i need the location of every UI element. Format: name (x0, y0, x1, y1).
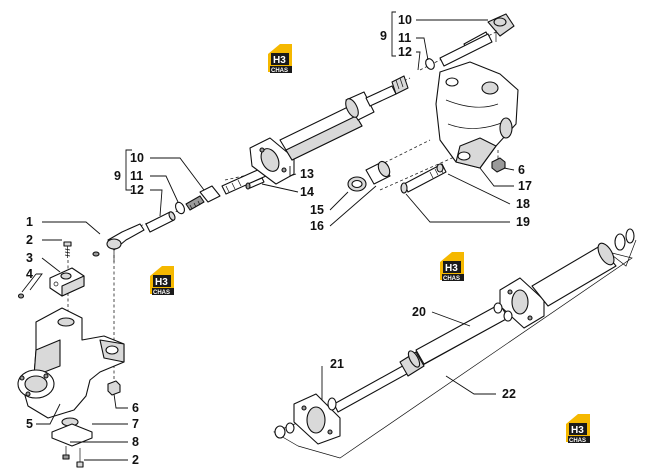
logo-watermark-2: H3 CHAS (150, 266, 174, 296)
logo-watermark-3: H3 CHAS (440, 252, 464, 282)
callout-6-right: 6 (518, 163, 525, 177)
svg-text:CHAS: CHAS (443, 276, 460, 282)
callout-18: 18 (516, 197, 530, 211)
svg-text:CHAS: CHAS (153, 290, 170, 296)
callout-4: 4 (26, 267, 33, 281)
callout-19: 19 (516, 215, 530, 229)
nut-6-left (107, 380, 121, 396)
callout-17: 17 (518, 179, 532, 193)
axle-housing (273, 228, 637, 459)
bolt-4 (17, 293, 25, 299)
callout-3: 3 (26, 251, 33, 265)
svg-text:H3: H3 (445, 263, 458, 274)
callout-12-right: 12 (398, 45, 412, 59)
callout-numbers: 1 2 3 4 5 6 7 8 2 9 10 11 12 13 14 15 16… (26, 13, 532, 467)
upper-king-pin-bracket (49, 267, 85, 297)
leader-lines (21, 11, 515, 461)
svg-text:CHAS: CHAS (569, 438, 586, 444)
callout-2-upper: 2 (26, 233, 33, 247)
callout-8: 8 (132, 435, 139, 449)
right-tie-rod-parts (425, 13, 515, 70)
callout-10-right: 10 (398, 13, 412, 27)
nut-6-right (491, 157, 506, 173)
svg-text:H3: H3 (155, 277, 168, 288)
callout-21: 21 (330, 357, 344, 371)
left-steering-knuckle-assembly (17, 223, 145, 468)
callout-15: 15 (310, 203, 324, 217)
bearing-15 (347, 176, 367, 192)
callout-7: 7 (132, 417, 139, 431)
left-tie-rod-parts (145, 185, 221, 233)
screw-2-upper (63, 241, 72, 258)
callout-5: 5 (26, 417, 33, 431)
bolt-19 (400, 163, 447, 194)
callout-16: 16 (310, 219, 324, 233)
lower-king-pin-bracket (51, 417, 93, 447)
callout-11-right: 11 (398, 31, 411, 45)
callout-22: 22 (502, 387, 516, 401)
pin-14 (245, 177, 265, 190)
callout-10-left: 10 (130, 151, 144, 165)
callout-6-left: 6 (132, 401, 139, 415)
svg-text:H3: H3 (571, 425, 584, 436)
svg-text:H3: H3 (273, 55, 286, 66)
tie-rod-end-left (92, 223, 145, 262)
svg-text:CHAS: CHAS (271, 68, 288, 74)
screw-8 (62, 446, 70, 460)
callout-20: 20 (412, 305, 426, 319)
callout-1: 1 (26, 215, 33, 229)
spacer-16 (365, 160, 391, 185)
screw-2-lower (76, 448, 84, 468)
steering-knuckle (17, 307, 125, 419)
callout-14: 14 (300, 185, 314, 199)
logo-watermark-1: H3 CHAS (268, 44, 292, 74)
callout-2-lower: 2 (132, 453, 139, 467)
right-steering-knuckle (435, 61, 519, 169)
steering-cylinder (221, 75, 409, 195)
callout-9-left: 9 (114, 169, 121, 183)
callout-13: 13 (300, 167, 314, 181)
callout-12-left: 12 (130, 183, 144, 197)
logo-watermark-4: H3 CHAS (566, 414, 590, 444)
callout-11-left: 11 (130, 169, 143, 183)
callout-9-right: 9 (380, 29, 387, 43)
washer-18 (436, 163, 444, 173)
